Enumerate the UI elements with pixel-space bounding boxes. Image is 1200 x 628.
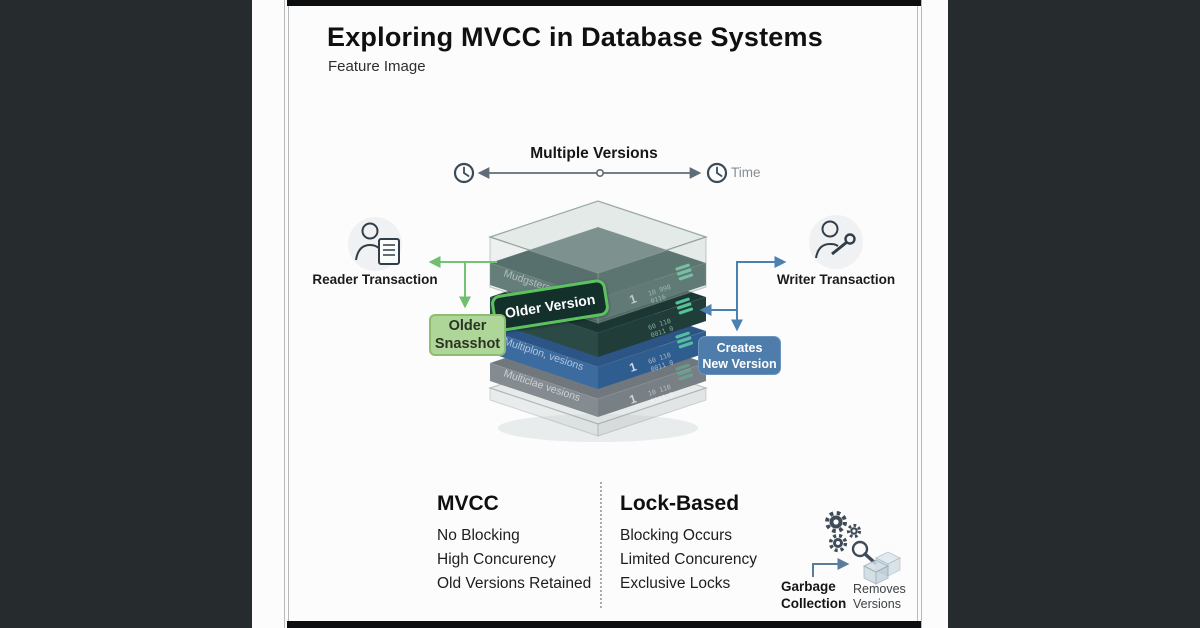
creates-new-version-callout: Creates New Version	[698, 336, 781, 375]
creates-line1: Creates	[716, 340, 763, 355]
frame-line-right-outer	[921, 0, 922, 628]
gears-icon	[825, 511, 862, 553]
removes-versions-label: Removes Versions	[853, 582, 906, 611]
lock-item: Exclusive Locks	[620, 575, 731, 592]
mvcc-column-title: MVCC	[437, 492, 499, 515]
writer-connector	[699, 256, 787, 332]
gc-arrow	[812, 558, 850, 577]
frame-line-left-inner	[288, 0, 289, 628]
magnifier-icon	[851, 540, 877, 565]
mvcc-item: No Blocking	[437, 527, 520, 544]
page-title: Exploring MVCC in Database Systems	[327, 22, 823, 52]
lock-based-column-title: Lock-Based	[620, 492, 740, 515]
timeline-arrow	[477, 167, 702, 179]
multiple-versions-label: Multiple Versions	[530, 145, 658, 162]
comparison-divider	[600, 482, 602, 608]
svg-text:1: 1	[628, 391, 639, 406]
svg-text:1: 1	[628, 291, 639, 306]
reader-avatar	[348, 217, 402, 271]
list-bars-icon	[675, 297, 694, 315]
writer-avatar	[809, 215, 863, 269]
reader-connector	[428, 256, 497, 309]
feature-card: Multiclae vesions 1 10 110 0111 0	[252, 0, 948, 628]
reader-person-document-icon	[355, 222, 400, 265]
page-subtitle: Feature Image	[328, 58, 426, 75]
garbage-collection-icons	[812, 511, 902, 585]
lock-item: Limited Concurency	[620, 551, 757, 568]
older-snapshot-line1: Older	[448, 318, 487, 334]
content-area: Multiclae vesions 1 10 110 0111 0	[287, 0, 921, 628]
mvcc-column-items: No Blocking High Concurency Old Versions…	[437, 524, 591, 596]
list-bars-icon	[675, 363, 694, 381]
mvcc-item: High Concurency	[437, 551, 556, 568]
lock-based-column-items: Blocking Occurs Limited Concurency Exclu…	[620, 524, 757, 596]
lock-item: Blocking Occurs	[620, 527, 732, 544]
timeline-midpoint-dot	[595, 169, 604, 178]
writer-transaction-label: Writer Transaction	[776, 272, 896, 287]
top-black-cap	[287, 0, 921, 6]
bottom-black-cap	[287, 621, 921, 628]
creates-line2: New Version	[702, 356, 777, 371]
clock-icon-right	[706, 162, 728, 184]
clock-icon-left	[453, 162, 475, 184]
older-snapshot-line2: Snasshot	[434, 336, 501, 352]
removed-version-cubes-icon	[862, 551, 902, 585]
list-bars-icon	[675, 263, 694, 281]
garbage-collection-label: Garbage Collection	[781, 579, 847, 611]
time-label: Time	[731, 165, 761, 180]
reader-transaction-label: Reader Transaction	[312, 272, 438, 287]
svg-text:1: 1	[628, 359, 639, 374]
older-snapshot-callout: Older Snasshot	[429, 314, 506, 356]
writer-person-wrench-icon	[815, 220, 856, 259]
frame-line-right-inner	[917, 0, 918, 628]
mvcc-item: Old Versions Retained	[437, 575, 592, 592]
frame-line-left-outer	[284, 0, 285, 628]
list-bars-icon	[675, 331, 694, 349]
